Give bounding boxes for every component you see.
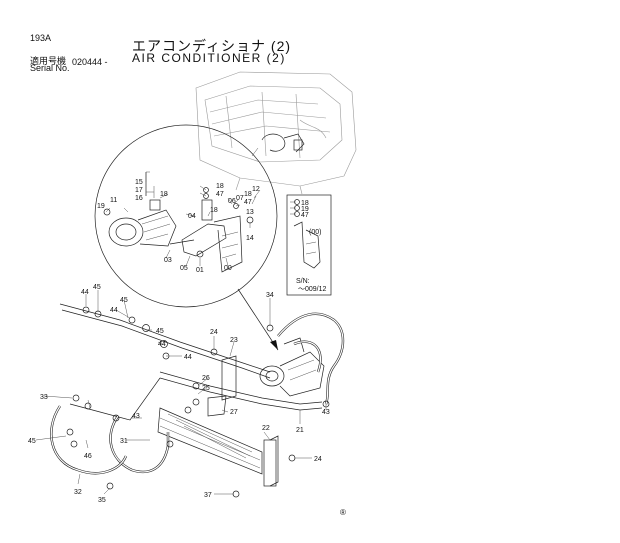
callout-14: 14 xyxy=(246,235,254,242)
callout-26: 26 xyxy=(202,375,210,382)
callout-16: 16 xyxy=(135,195,143,202)
hose-upper-right xyxy=(277,312,345,405)
registered-mark: ® xyxy=(340,508,346,517)
hose-32 xyxy=(50,405,128,475)
leader-lines xyxy=(35,171,327,495)
callout-13: 13 xyxy=(246,209,254,216)
machine-ac-unit-highlight xyxy=(251,133,305,157)
bracket-detail xyxy=(103,172,254,273)
inset-sn-value: ～009/12 xyxy=(298,286,327,293)
callout-18: 18 xyxy=(210,207,218,214)
piping-long xyxy=(59,303,323,421)
callout-15: 15 xyxy=(135,179,143,186)
callout-45: 45 xyxy=(93,284,101,291)
callout-44: 44 xyxy=(110,307,118,314)
inset-box xyxy=(286,194,332,296)
callout-03: 03 xyxy=(164,257,172,264)
callout-37: 37 xyxy=(204,492,212,499)
callout-24: 24 xyxy=(314,456,322,463)
callout-47: 47 xyxy=(216,191,224,198)
callout-22: 22 xyxy=(262,425,270,432)
fittings xyxy=(66,306,330,498)
bracket-27 xyxy=(207,395,227,417)
callout-25: 25 xyxy=(202,385,210,392)
inset-callout-18: 18 xyxy=(301,200,309,207)
callout-04: 04 xyxy=(188,213,196,220)
inset-callout-19: 19 xyxy=(301,206,309,213)
serial-value: 020444 - xyxy=(72,57,108,67)
page-title-en: AIR CONDITIONER (2) xyxy=(132,51,286,65)
callout-31: 31 xyxy=(120,438,128,445)
callout-44: 44 xyxy=(81,289,89,296)
callout-19: 19 xyxy=(97,203,105,210)
callouts: 15 17 16 18 19 11 18 47 18 47 12 13 07 0… xyxy=(28,179,330,504)
machine-ghost-outline xyxy=(195,71,357,195)
condenser xyxy=(157,407,263,475)
page-title-jp: エアコンディショナ (2) xyxy=(132,38,292,54)
callout-23: 23 xyxy=(230,337,238,344)
bracket-23 xyxy=(221,355,237,401)
callout-11: 11 xyxy=(110,197,117,204)
callout-33: 33 xyxy=(40,394,48,401)
callout-18: 18 xyxy=(216,183,224,190)
compressor-main xyxy=(259,337,325,397)
callout-46: 46 xyxy=(84,453,92,460)
callout-18: 18 xyxy=(244,191,252,198)
detail-circle xyxy=(94,124,279,351)
callout-27: 27 xyxy=(230,409,238,416)
callout-12: 12 xyxy=(252,186,260,193)
callout-24: 24 xyxy=(210,329,218,336)
callout-06: 06 xyxy=(228,198,236,205)
callout-00: 00 xyxy=(224,265,232,272)
callout-34: 34 xyxy=(266,292,274,299)
inset-callout-00: (00) xyxy=(309,229,321,236)
callout-05: 05 xyxy=(180,265,188,272)
callout-45: 45 xyxy=(120,297,128,304)
inset-callout-47: 47 xyxy=(301,212,309,219)
callout-17: 17 xyxy=(135,187,143,194)
callout-32: 32 xyxy=(74,489,82,496)
callout-45: 45 xyxy=(28,438,36,445)
callout-44: 44 xyxy=(184,354,192,361)
callout-07: 07 xyxy=(236,195,244,202)
bracket-22 xyxy=(263,435,279,487)
callout-35: 35 xyxy=(98,497,106,504)
serial-label: Serial No. xyxy=(30,63,70,73)
callout-45: 45 xyxy=(156,328,164,335)
compressor-detail xyxy=(108,199,177,247)
callout-18: 18 xyxy=(160,191,168,198)
inset-sn-label: S/N: xyxy=(296,278,310,285)
applicable-label: 適用号機 xyxy=(30,56,67,66)
callout-43: 43 xyxy=(322,409,330,416)
callout-44: 44 xyxy=(158,341,166,348)
callout-47: 47 xyxy=(244,199,252,206)
callout-43: 43 xyxy=(132,413,140,420)
callout-01: 01 xyxy=(196,267,204,274)
page-code: 193A xyxy=(30,33,52,43)
callout-21: 21 xyxy=(296,427,304,434)
hose-31 xyxy=(109,415,170,474)
